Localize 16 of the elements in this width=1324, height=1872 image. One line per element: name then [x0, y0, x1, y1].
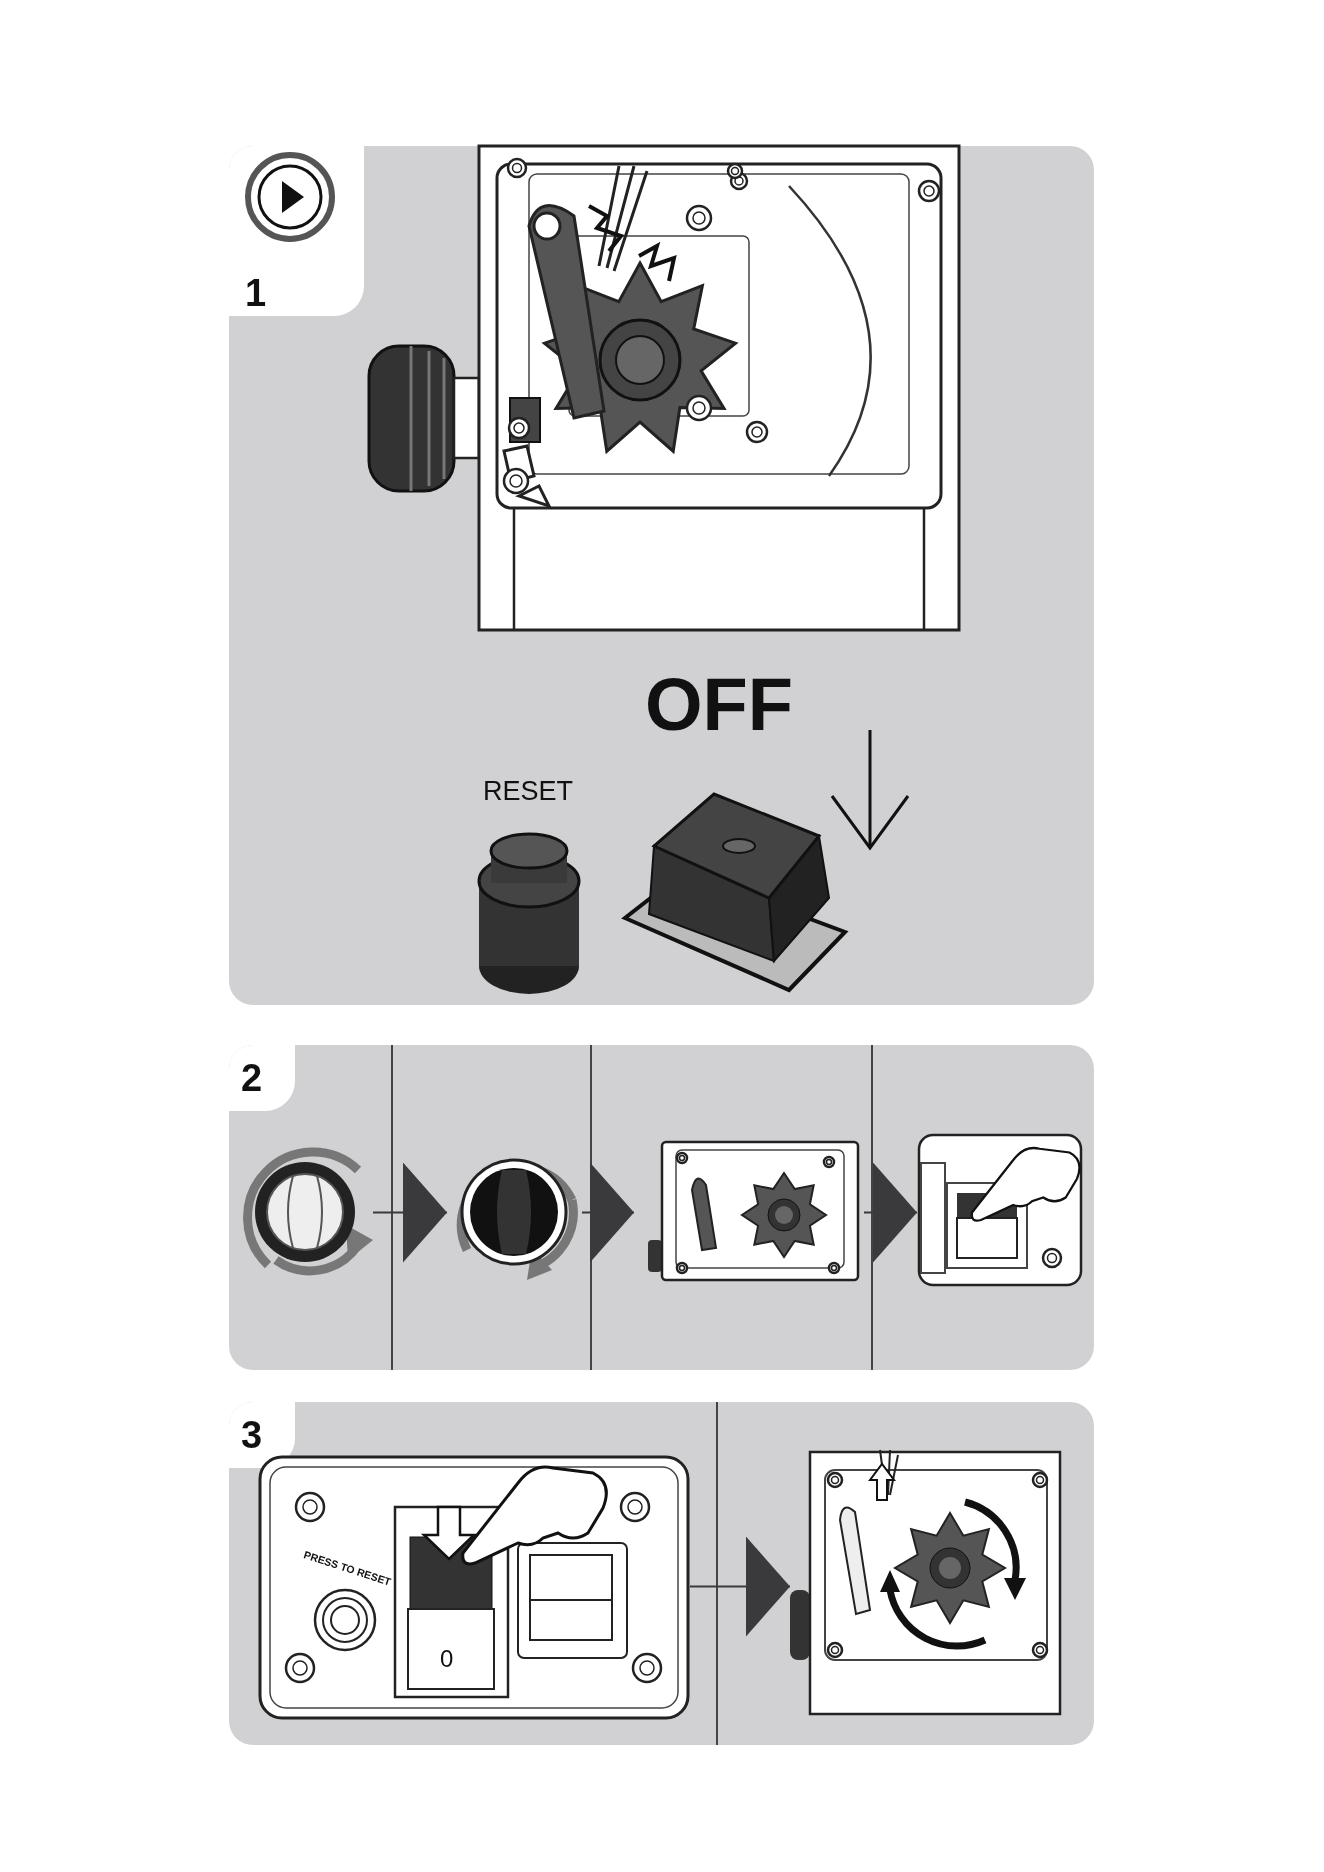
- switch-panel-drawing: [917, 1133, 1083, 1288]
- chevron-arrow: [372, 1162, 448, 1263]
- step-number: 1: [245, 274, 267, 312]
- step-panel: [229, 1045, 1094, 1370]
- switch-symbol: 0: [440, 1647, 454, 1671]
- button-label: PRESS TO RESET: [302, 1549, 393, 1588]
- switch-state-label: OFF: [645, 668, 793, 742]
- step-number: 3: [241, 1416, 263, 1454]
- button-label: RESET: [483, 778, 574, 805]
- step-panel: [229, 1402, 1094, 1745]
- chevron-arrow: [689, 1536, 791, 1637]
- chevron-arrow: [581, 1162, 635, 1263]
- chevron-arrow: [863, 1162, 918, 1263]
- step-panel: [229, 146, 1094, 1005]
- switch-panel-drawing: [258, 1455, 690, 1720]
- step-number: 2: [241, 1059, 263, 1097]
